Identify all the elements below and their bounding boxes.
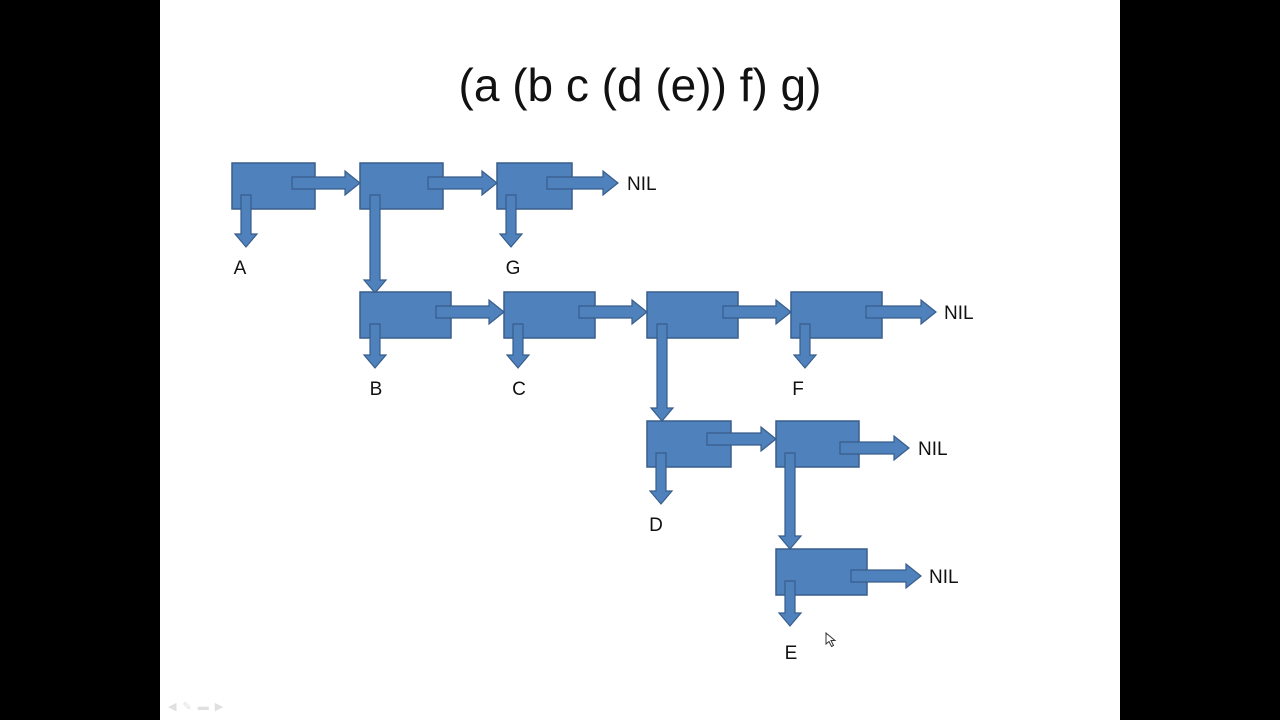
car-arrow-d [648,452,674,505]
atom-label-e: E [785,643,798,664]
car-arrow-g [498,194,524,248]
nil-label: NIL [929,567,959,588]
slide: (a (b c (d (e)) f) g) [160,0,1120,720]
car-arrow-c [505,323,531,369]
car-arrow-sublist-b [362,194,388,294]
slide-title: (a (b c (d (e)) f) g) [458,59,822,111]
atom-label-c: C [512,379,526,400]
car-arrow-e [777,580,803,627]
menu-icon[interactable]: ▬ [197,701,215,713]
cdr-arrow-nil [546,169,619,197]
car-arrow-a [233,194,259,248]
atom-label-d: D [649,515,663,536]
car-arrow-b [362,323,388,369]
prev-icon[interactable]: ◀ [168,701,183,713]
cdr-arrow [706,425,777,453]
car-arrow-sublist-e [777,452,803,550]
slide-controls[interactable]: ◀✎▬▶ [168,700,229,713]
cdr-arrow-nil [839,434,910,462]
car-arrow-sublist-d [649,323,675,422]
cdr-arrow-nil [850,562,922,590]
car-arrow-f [792,323,818,369]
cdr-arrow [435,298,505,326]
atom-label-f: F [792,379,804,400]
nil-label: NIL [918,439,948,460]
next-icon[interactable]: ▶ [214,701,230,713]
nil-label: NIL [944,303,974,324]
nil-label: NIL [627,174,657,195]
cdr-arrow [578,298,648,326]
mouse-pointer-icon [825,632,837,648]
atom-label-g: G [506,258,521,279]
cdr-arrow [722,298,792,326]
cdr-arrow [427,169,498,197]
cdr-arrow-nil [865,298,937,326]
atom-label-a: A [234,258,247,279]
atom-label-b: B [370,379,383,400]
cdr-arrow [291,169,361,197]
pen-icon[interactable]: ✎ [182,701,198,713]
